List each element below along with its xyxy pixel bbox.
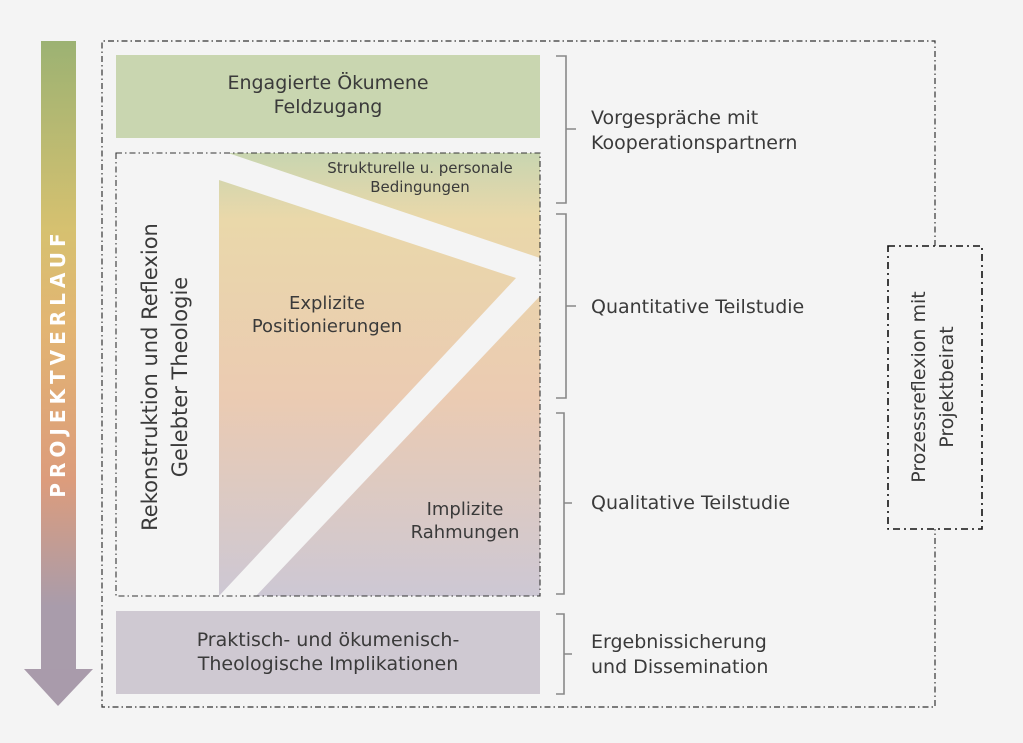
bottom-box-line1: Praktisch- und ökumenisch- <box>196 629 460 651</box>
struct-line1: Strukturelle u. personale <box>327 159 513 177</box>
top-box-label: Engagierte Ökumene Feldzugang <box>116 72 540 120</box>
phase-4-line2: und Dissemination <box>591 655 769 678</box>
phase-4-label: Ergebnissicherung und Dissemination <box>591 630 768 679</box>
explicit-line2: Positionierungen <box>251 315 403 337</box>
phase-4-line1: Ergebnissicherung <box>591 631 767 653</box>
explicit-label: Explizite Positionierungen <box>227 293 427 338</box>
phase-braces <box>556 55 576 695</box>
phase-1-label: Vorgespräche mit Kooperationspartnern <box>591 106 797 155</box>
implicit-line1: Implizite <box>426 499 504 520</box>
side-line1: Rekonstruktion und Reflexion <box>138 223 162 531</box>
struct-line2: Bedingungen <box>370 177 470 196</box>
top-box-line2: Feldzugang <box>273 95 383 118</box>
bottom-box <box>116 611 540 694</box>
implicit-region <box>256 296 540 596</box>
struct-region <box>228 153 540 258</box>
bottom-box-line2: Theologische Implikationen <box>197 652 459 675</box>
reflection-line2: Projektbeirat <box>936 326 958 448</box>
implicit-line2: Rahmungen <box>410 521 520 543</box>
side-label: Rekonstruktion und Reflexion Gelebter Th… <box>135 197 195 557</box>
reflection-dashed-box <box>887 245 983 530</box>
explicit-line1: Explizite <box>288 293 366 314</box>
top-box-line1: Engagierte Ökumene <box>227 72 429 94</box>
reflection-label: Prozessreflexion mit Projektbeirat <box>905 247 965 527</box>
center-dashed-frame <box>115 152 541 597</box>
timeline-arrow <box>24 41 93 706</box>
phase-1-line2: Kooperationspartnern <box>591 131 798 154</box>
phase-3-label: Qualitative Teilstudie <box>591 492 791 514</box>
side-line2: Gelebter Theologie <box>168 276 192 478</box>
phase-2-label: Quantitative Teilstudie <box>591 296 805 318</box>
reflection-line1: Prozessreflexion mit <box>908 291 930 483</box>
phase-1-line1: Vorgespräche mit <box>591 107 759 129</box>
top-box <box>116 55 540 138</box>
timeline-label: PROJEKTVERLAUF <box>46 228 70 498</box>
struct-label: Strukturelle u. personale Bedingungen <box>300 159 540 197</box>
outer-dashed-frame <box>101 40 936 708</box>
explicit-triangle <box>219 180 516 596</box>
implicit-label: Implizite Rahmungen <box>395 499 535 544</box>
bottom-box-label: Praktisch- und ökumenisch- Theologische … <box>116 629 540 677</box>
